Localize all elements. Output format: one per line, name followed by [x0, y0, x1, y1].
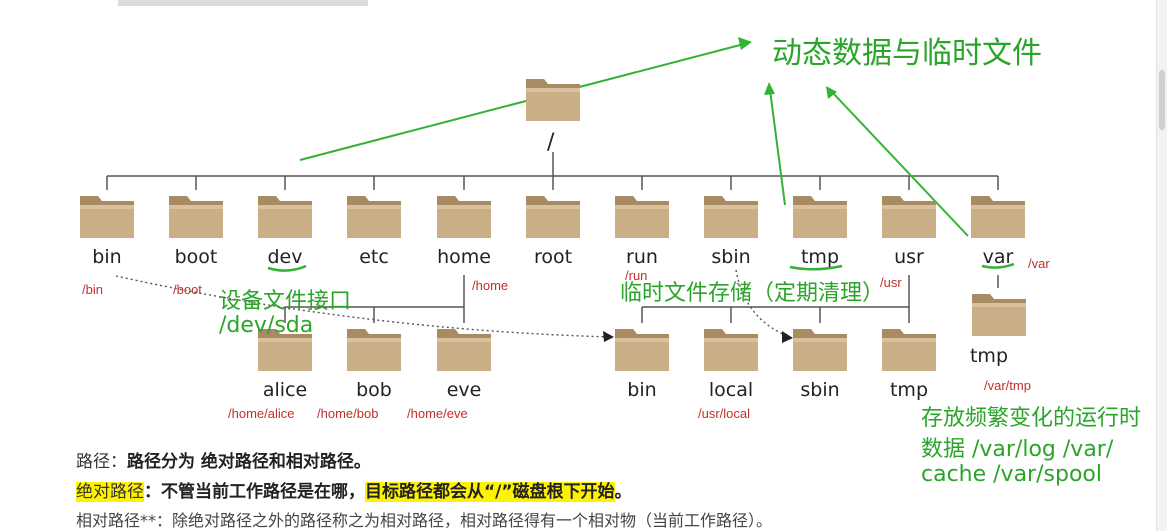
folder-name: dev — [267, 246, 303, 268]
folder-icon[interactable] — [702, 323, 760, 373]
folder-icon[interactable] — [880, 323, 938, 373]
folder-icon[interactable] — [256, 190, 314, 240]
annotation-var-line3: cache /var/spool — [921, 462, 1102, 487]
folder-name: bob — [356, 379, 392, 401]
annotation-var-line2: 数据 /var/log /var/ — [921, 437, 1114, 462]
scrollbar-thumb[interactable] — [1159, 70, 1165, 130]
folder-path: /boot — [173, 282, 202, 297]
folder-path: /usr — [880, 275, 902, 290]
folder-icon[interactable] — [256, 323, 314, 373]
folder-name: run — [626, 246, 658, 268]
folder-name: sbin — [711, 246, 751, 268]
folder-name: eve — [446, 379, 482, 401]
folder-path: /run — [625, 268, 648, 283]
folder-name: etc — [359, 246, 389, 268]
note-relative-path: 相对路径**：除绝对路径之外的路径称之为相对路径，相对路径得有一个相对物（当前工… — [76, 511, 773, 530]
folder-path: /home/bob — [317, 406, 379, 421]
note-absolute-path: 绝对路径：不管当前工作路径是在哪，目标路径都会从“/”磁盘根下开始。 — [76, 477, 632, 502]
note-line2-end: 。 — [614, 482, 632, 502]
annotation-tmp-note: 临时文件存储（定期清理） — [620, 281, 885, 306]
folder-icon[interactable] — [613, 323, 671, 373]
folder-icon[interactable] — [791, 190, 849, 240]
folder-path: /usr/local — [698, 406, 751, 421]
annotation-var-line1: 存放频繁变化的运行时 — [921, 406, 1142, 431]
folder-name: tmp — [800, 246, 840, 268]
folder-icon[interactable] — [78, 190, 136, 240]
folder-icon[interactable] — [880, 190, 938, 240]
folder-name: sbin — [800, 379, 840, 401]
folder-path: /home/alice — [228, 406, 295, 421]
folder-name: boot — [174, 246, 218, 268]
folder-icon[interactable] — [524, 190, 582, 240]
folder-icon[interactable] — [435, 323, 493, 373]
var-tmp-folder-icon[interactable] — [970, 288, 1028, 338]
folder-path: /home — [472, 278, 509, 293]
folder-path: /home/eve — [407, 406, 468, 421]
folder-icon[interactable] — [345, 323, 403, 373]
var-tmp-name: tmp — [969, 345, 1009, 367]
folder-path: /var — [1028, 256, 1050, 271]
folder-icon[interactable] — [702, 190, 760, 240]
folder-name: local — [708, 379, 754, 401]
root-label: / — [547, 130, 555, 155]
folder-name: bin — [92, 246, 122, 268]
annotation-dynamic-data: 动态数据与临时文件 — [772, 36, 1042, 71]
note-line2-term: 绝对路径 — [76, 482, 144, 502]
folder-name: usr — [894, 246, 924, 268]
folder-name: var — [982, 246, 1014, 268]
vertical-scrollbar[interactable] — [1156, 0, 1167, 531]
note-line2-text: ：不管当前工作路径是在哪， — [144, 482, 365, 502]
folder-name: alice — [262, 379, 308, 401]
note-line1-label: 路径： — [76, 452, 127, 472]
note-path-types: 路径：路径分为 绝对路径和相对路径。 — [76, 447, 371, 472]
folder-name: home — [437, 246, 491, 268]
folder-icon[interactable] — [345, 190, 403, 240]
folder-name: tmp — [889, 379, 929, 401]
folder-name: root — [533, 246, 573, 268]
folder-icon[interactable] — [791, 323, 849, 373]
folder-icon[interactable] — [969, 190, 1027, 240]
annotation-dev-line2: /dev/sda — [219, 313, 314, 338]
var-tmp-path: /var/tmp — [984, 378, 1031, 393]
folder-name: bin — [627, 379, 657, 401]
folder-icon[interactable] — [167, 190, 225, 240]
cropped-header-remnant — [118, 0, 368, 6]
root-folder-icon[interactable] — [524, 73, 582, 123]
folder-path: /bin — [82, 282, 103, 297]
folder-icon[interactable] — [613, 190, 671, 240]
folder-icon[interactable] — [435, 190, 493, 240]
note-line2-highlight: 目标路径都会从“/”磁盘根下开始 — [365, 482, 615, 502]
note-line1-text: 路径分为 绝对路径和相对路径。 — [127, 452, 371, 472]
annotation-dev-line1: 设备文件接口 — [219, 289, 352, 314]
